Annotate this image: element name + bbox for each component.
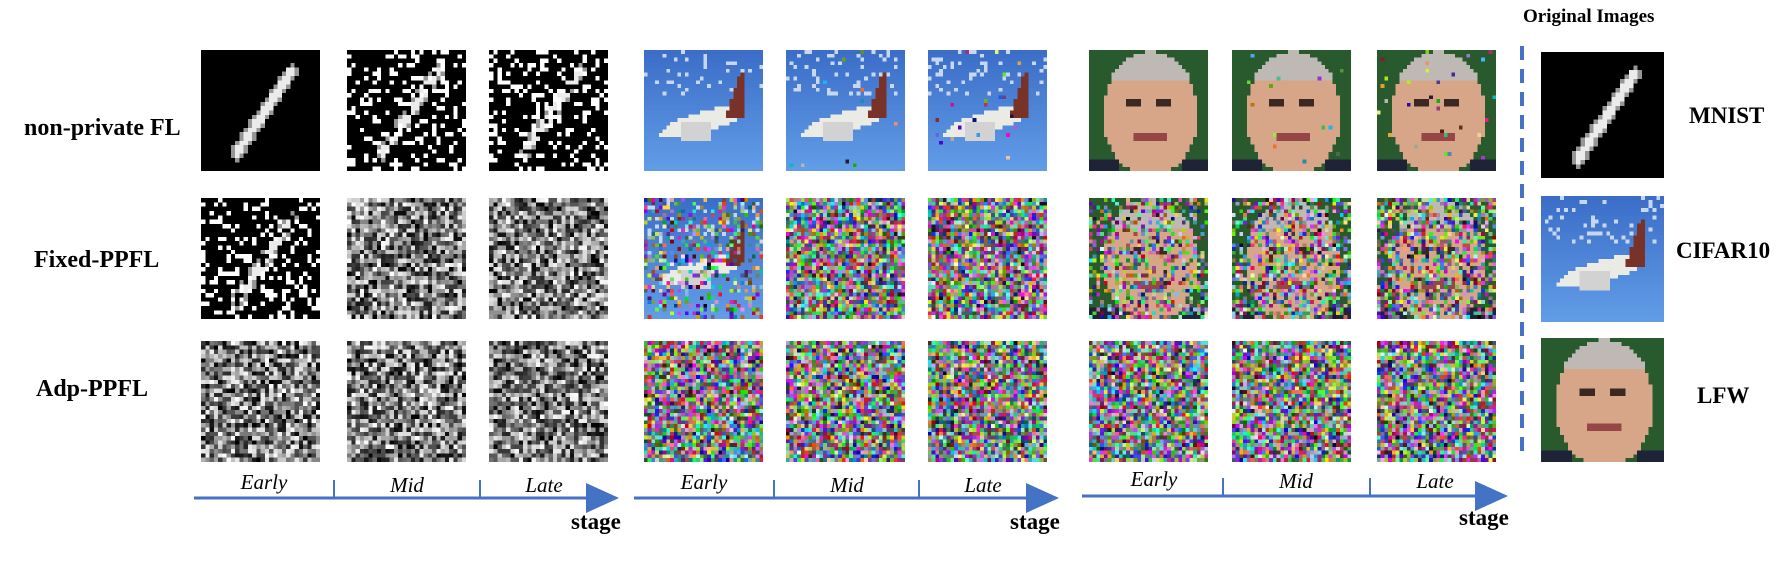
cifar-adp-late	[928, 341, 1047, 462]
cifar-nonprivate-early	[644, 50, 763, 171]
lfw-fixed-mid	[1232, 198, 1351, 319]
cifar-fixed-late	[928, 198, 1047, 319]
row-label-fixed-ppfl: Fixed-PPFL	[34, 247, 160, 273]
original-mnist-image	[1541, 52, 1664, 178]
dataset-label-mnist: MNIST	[1689, 103, 1765, 128]
stage-label-early: Early	[1130, 467, 1178, 491]
stage-axis-word: stage	[1459, 505, 1509, 530]
original-images-title: Original Images	[1523, 6, 1655, 27]
row-label-adp-ppfl: Adp-PPFL	[36, 376, 149, 402]
lfw-nonprivate-late	[1377, 50, 1496, 171]
cifar-fixed-mid	[786, 198, 905, 319]
lfw-adp-early	[1089, 341, 1208, 462]
cifar-nonprivate-mid	[786, 50, 905, 171]
cifar-adp-early	[644, 341, 763, 462]
stage-axis-lfw	[1082, 478, 1508, 511]
stage-axis-word: stage	[571, 509, 621, 534]
stage-label-late: Late	[525, 473, 563, 497]
row-label-non-private-fl: non-private FL	[24, 115, 181, 141]
stage-label-early: Early	[680, 470, 728, 494]
stage-label-mid: Mid	[830, 473, 864, 497]
mnist-adp-mid	[347, 341, 466, 462]
lfw-fixed-early	[1089, 198, 1208, 319]
stage-axis-word: stage	[1010, 509, 1060, 534]
stage-axis-cifar10	[634, 480, 1059, 513]
stage-label-late: Late	[1416, 469, 1454, 493]
mnist-nonprivate-mid	[347, 50, 466, 171]
lfw-nonprivate-mid	[1232, 50, 1351, 171]
stage-label-mid: Mid	[390, 473, 424, 497]
dataset-label-lfw: LFW	[1697, 383, 1750, 408]
lfw-fixed-late	[1377, 198, 1496, 319]
original-lfw-image	[1541, 338, 1664, 462]
lfw-adp-mid	[1232, 341, 1351, 462]
lfw-adp-late	[1377, 341, 1496, 462]
mnist-fixed-late	[489, 198, 608, 319]
cifar-fixed-early	[644, 198, 763, 319]
mnist-adp-early	[201, 341, 320, 462]
stage-label-early: Early	[240, 470, 288, 494]
lfw-nonprivate-early	[1089, 50, 1208, 171]
cifar-nonprivate-late	[928, 50, 1047, 171]
stage-axis-mnist	[194, 480, 619, 513]
mnist-nonprivate-late	[489, 50, 608, 171]
stage-label-late: Late	[964, 473, 1002, 497]
cifar-adp-mid	[786, 341, 905, 462]
mnist-adp-late	[489, 341, 608, 462]
mnist-fixed-mid	[347, 198, 466, 319]
mnist-fixed-early	[201, 198, 320, 319]
dataset-label-cifar10: CIFAR10	[1676, 238, 1771, 263]
stage-label-mid: Mid	[1279, 469, 1313, 493]
mnist-nonprivate-early	[201, 50, 320, 171]
original-cifar10-image	[1541, 196, 1664, 322]
